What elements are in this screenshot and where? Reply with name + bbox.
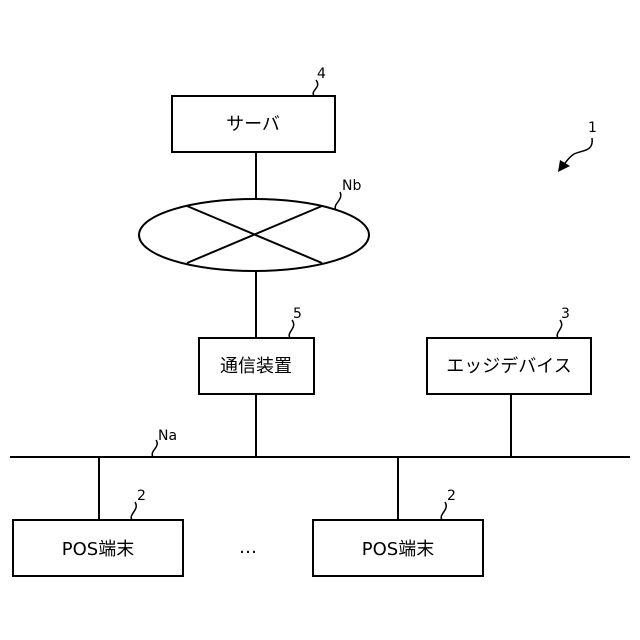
comm-device-ref-leader bbox=[289, 320, 294, 338]
pos-terminal-label-2: POS端末 bbox=[362, 539, 434, 560]
edge-device-ref-label: 3 bbox=[561, 306, 570, 322]
pos-terminal-ref-label-1: 2 bbox=[137, 488, 146, 504]
edge-device-ref-leader bbox=[557, 320, 562, 338]
comm-device-ref-label: 5 bbox=[293, 306, 302, 322]
system-ref-label: 1 bbox=[588, 120, 597, 136]
pos-terminal-ref-label-2: 2 bbox=[447, 488, 456, 504]
network-nb-label: Nb bbox=[342, 178, 361, 194]
network-na-leader bbox=[152, 440, 157, 457]
system-ref-leader bbox=[563, 138, 592, 166]
edge-device-label: エッジデバイス bbox=[446, 356, 571, 377]
network-nb-leader bbox=[335, 192, 341, 210]
pos-terminal-ref-leader-2 bbox=[441, 502, 446, 520]
pos-terminal-ref-leader-1 bbox=[131, 502, 136, 520]
pos-terminal-label-1: POS端末 bbox=[62, 539, 134, 560]
server-label: サーバ bbox=[226, 114, 280, 135]
network-na-label: Na bbox=[158, 428, 177, 444]
pos-terminal-ellipsis: … bbox=[239, 537, 257, 558]
comm-device-label: 通信装置 bbox=[220, 356, 292, 377]
server-ref-leader bbox=[313, 80, 318, 96]
server-ref-label: 4 bbox=[317, 66, 326, 82]
system-ref-arrowhead bbox=[558, 160, 570, 172]
